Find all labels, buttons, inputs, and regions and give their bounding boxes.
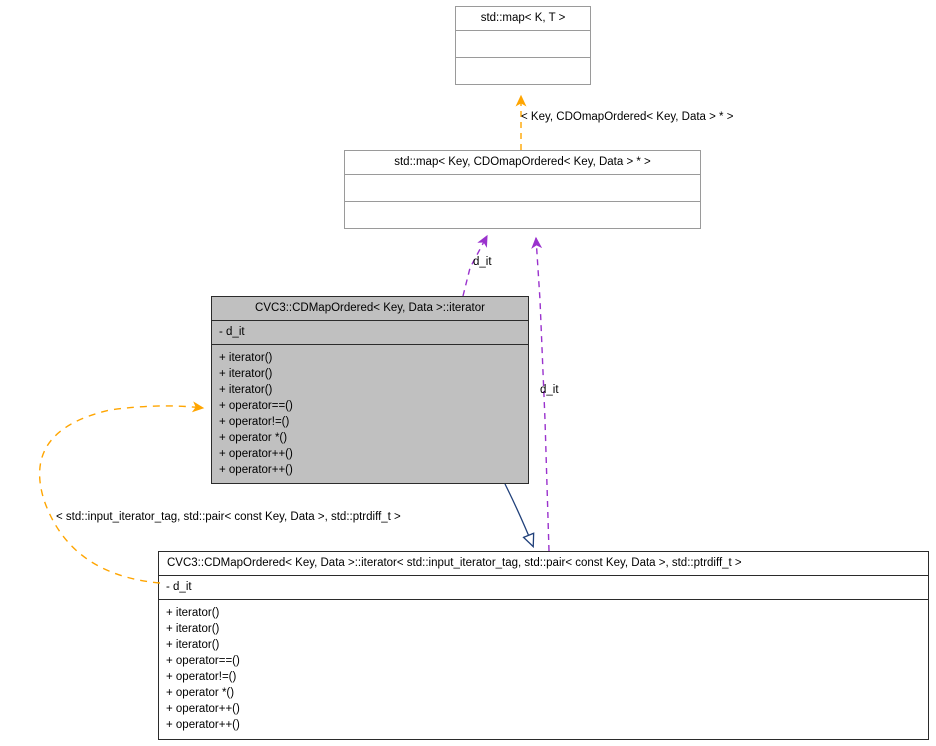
class-divider (212, 344, 528, 345)
class-method: + operator++() (166, 703, 240, 715)
class-title: CVC3::CDMapOrdered< Key, Data >::iterato… (255, 302, 485, 314)
class-divider (212, 320, 528, 321)
class-methods-section (345, 202, 700, 228)
class-divider (159, 599, 928, 600)
class-attributes-section: - d_it (159, 576, 928, 599)
class-divider (456, 57, 590, 58)
class-node-std-map-k-t[interactable]: std::map< K, T > (455, 6, 591, 85)
class-method: + operator!=() (166, 671, 237, 683)
class-methods-section (456, 58, 590, 84)
class-attributes-section: - d_it (212, 321, 528, 344)
edge-label-usage-d-it-right: d_it (540, 384, 559, 396)
class-attribute: - d_it (219, 326, 245, 338)
edge-label-usage-d-it-left: d_it (473, 256, 492, 268)
class-method: + iterator() (219, 352, 273, 364)
class-method: + operator++() (219, 464, 293, 476)
class-method: + iterator() (219, 384, 273, 396)
class-attribute: - d_it (166, 581, 192, 593)
class-method: + operator++() (166, 719, 240, 731)
class-node-cdmapordered-iterator[interactable]: CVC3::CDMapOrdered< Key, Data >::iterato… (211, 296, 529, 484)
class-divider (345, 201, 700, 202)
class-method: + operator!=() (219, 416, 290, 428)
edge-inheritance (504, 483, 535, 549)
class-node-std-map-key-cdomapordered[interactable]: std::map< Key, CDOmapOrdered< Key, Data … (344, 150, 701, 229)
class-attributes-section (345, 175, 700, 201)
class-method: + iterator() (166, 639, 220, 651)
class-title: std::map< Key, CDOmapOrdered< Key, Data … (394, 156, 651, 168)
class-method: + operator==() (219, 400, 293, 412)
class-method: + operator==() (166, 655, 240, 667)
class-method: + operator++() (219, 448, 293, 460)
edge-label-template-binding-top: < Key, CDOmapOrdered< Key, Data > * > (521, 111, 734, 123)
edge-label-template-binding-bottom: < std::input_iterator_tag, std::pair< co… (56, 511, 401, 523)
class-method: + iterator() (166, 623, 220, 635)
class-method: + iterator() (219, 368, 273, 380)
class-title: std::map< K, T > (480, 12, 566, 24)
class-method: + operator *() (166, 687, 235, 699)
class-node-cdmapordered-iterator-specialized[interactable]: CVC3::CDMapOrdered< Key, Data >::iterato… (158, 551, 929, 740)
class-divider (345, 174, 700, 175)
class-title: CVC3::CDMapOrdered< Key, Data >::iterato… (167, 557, 742, 569)
class-divider (159, 575, 928, 576)
class-methods-section: + iterator() + iterator() + iterator() +… (212, 345, 528, 482)
class-method: + operator *() (219, 432, 288, 444)
class-attributes-section (456, 31, 590, 57)
class-methods-section: + iterator() + iterator() + iterator() +… (159, 600, 928, 737)
class-divider (456, 30, 590, 31)
class-method: + iterator() (166, 607, 220, 619)
